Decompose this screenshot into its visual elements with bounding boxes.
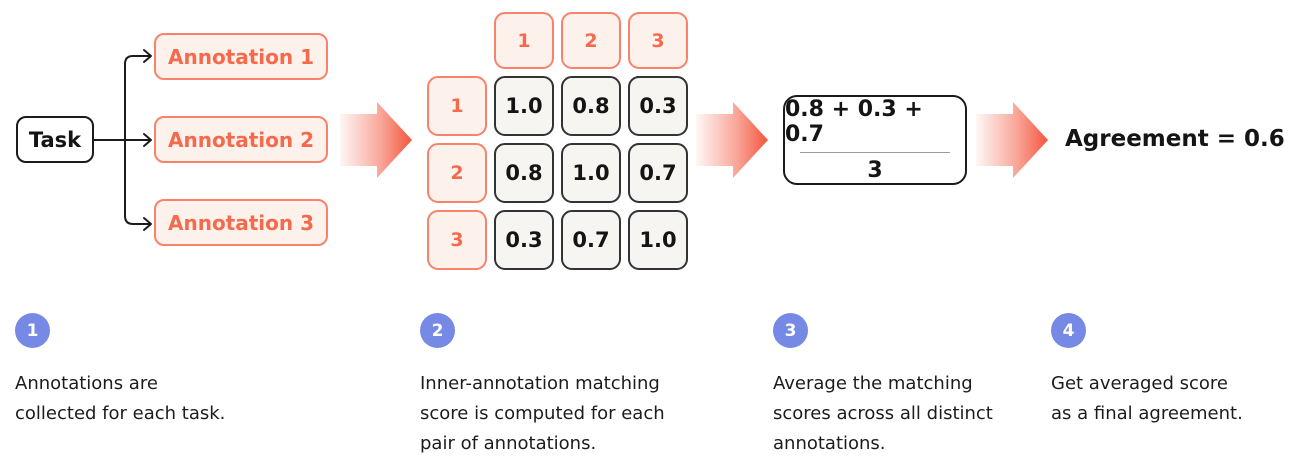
fraction-denominator: 3 — [867, 158, 883, 183]
matrix-corner-empty — [427, 12, 487, 69]
matrix-row-header-3: 3 — [427, 210, 487, 270]
matrix-row-header-2: 2 — [427, 143, 487, 203]
step-3-line-1: Average the matching — [773, 373, 973, 394]
gradient-arrow-icon-1 — [340, 102, 412, 178]
matrix-cell-1-3: 0.3 — [628, 76, 688, 136]
step-4-description: Get averaged score as a final agreement. — [1051, 369, 1243, 429]
matching-score-matrix: 1 2 3 1 1.0 0.8 0.3 2 0.8 1.0 0.7 3 0.3 … — [427, 12, 688, 270]
matrix-cell-2-1: 0.8 — [494, 143, 554, 203]
fraction-divider-line — [800, 152, 950, 153]
step-4: 4 Get averaged score as a final agreemen… — [1051, 313, 1243, 429]
step-2-line-1: Inner-annotation matching — [420, 373, 660, 394]
matrix-cell-3-3: 1.0 — [628, 210, 688, 270]
matrix-col-header-3: 3 — [628, 12, 688, 69]
step-2-line-2: score is computed for each — [420, 403, 665, 424]
agreement-result-label: Agreement = 0.6 — [1065, 126, 1285, 152]
annotation-2-box: Annotation 2 — [154, 116, 328, 163]
step-3-badge: 3 — [773, 313, 808, 348]
matrix-col-header-2: 2 — [561, 12, 621, 69]
matrix-cell-1-2: 0.8 — [561, 76, 621, 136]
step-3-line-2: scores across all distinct — [773, 403, 993, 424]
step-2-description: Inner-annotation matching score is compu… — [420, 369, 665, 459]
matrix-cell-3-1: 0.3 — [494, 210, 554, 270]
task-branch-connector — [94, 49, 152, 231]
annotation-1-box: Annotation 1 — [154, 33, 328, 80]
step-2-badge: 2 — [420, 313, 455, 348]
step-2: 2 Inner-annotation matching score is com… — [420, 313, 665, 459]
step-4-line-1: Get averaged score — [1051, 373, 1229, 394]
matrix-cell-2-3: 0.7 — [628, 143, 688, 203]
step-2-line-3: pair of annotations. — [420, 433, 597, 454]
matrix-col-header-1: 1 — [494, 12, 554, 69]
step-1-line-2: collected for each task. — [15, 403, 226, 424]
matrix-row-header-1: 1 — [427, 76, 487, 136]
gradient-arrow-icon-2 — [696, 102, 768, 178]
step-3-description: Average the matching scores across all d… — [773, 369, 993, 459]
fraction-numerator: 0.8 + 0.3 + 0.7 — [785, 97, 923, 147]
step-1-line-1: Annotations are — [15, 373, 158, 394]
step-4-badge: 4 — [1051, 313, 1086, 348]
step-3: 3 Average the matching scores across all… — [773, 313, 993, 459]
step-1-description: Annotations are collected for each task. — [15, 369, 225, 429]
step-1-badge: 1 — [15, 313, 50, 348]
task-box: Task — [16, 116, 94, 163]
annotation-3-box: Annotation 3 — [154, 199, 328, 246]
matrix-cell-3-2: 0.7 — [561, 210, 621, 270]
matrix-cell-2-2: 1.0 — [561, 143, 621, 203]
step-3-line-3: annotations. — [773, 433, 886, 454]
gradient-arrow-icon-3 — [976, 102, 1048, 178]
average-fraction-box: 0.8 + 0.3 + 0.7 3 — [783, 95, 967, 185]
step-1: 1 Annotations are collected for each tas… — [15, 313, 225, 429]
step-4-line-2: as a final agreement. — [1051, 403, 1243, 424]
matrix-cell-1-1: 1.0 — [494, 76, 554, 136]
